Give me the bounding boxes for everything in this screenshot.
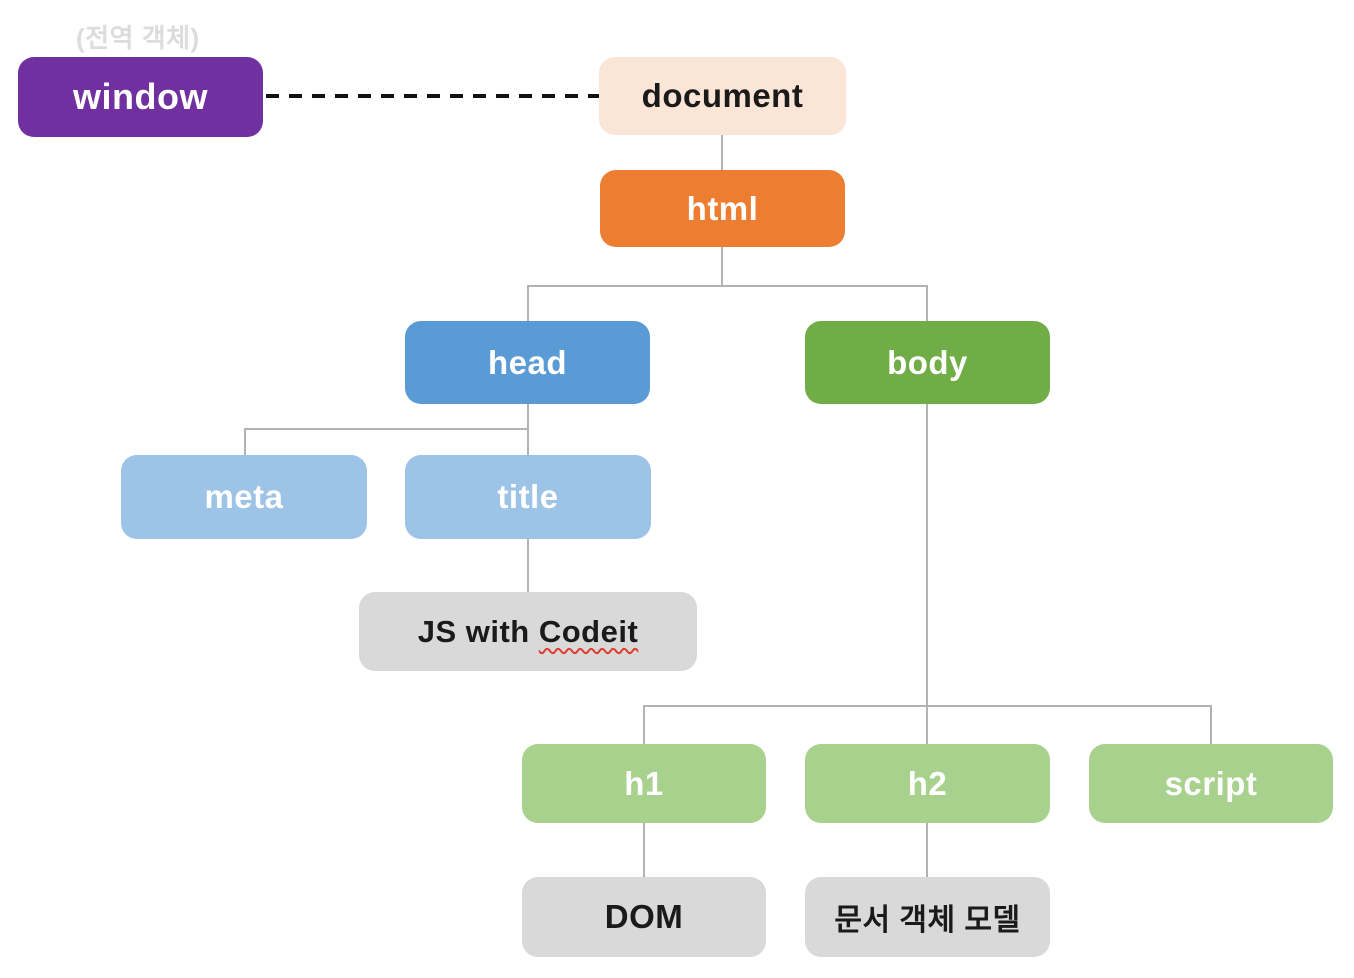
- edge-body-script: [1210, 705, 1212, 744]
- node-body: body: [805, 321, 1050, 404]
- edge-body-h1: [643, 705, 645, 744]
- node-h1: h1: [522, 744, 766, 823]
- title-value-misspelled-word: Codeit: [538, 613, 639, 649]
- edge-html-head: [527, 285, 529, 321]
- node-document: document: [599, 57, 846, 135]
- window-global-object-note: (전역 객체): [76, 23, 200, 53]
- edge-head-title: [527, 428, 529, 455]
- edge-head-branch: [244, 428, 529, 430]
- edge-h1-value: [643, 823, 645, 877]
- node-script: script: [1089, 744, 1333, 823]
- node-h2-value: 문서 객체 모델: [805, 877, 1050, 957]
- node-title: title: [405, 455, 651, 539]
- edge-window-document: [266, 94, 599, 98]
- edge-html-stem: [721, 247, 723, 286]
- node-h2: h2: [805, 744, 1050, 823]
- edge-body-stem: [926, 404, 928, 744]
- node-window: window: [18, 57, 263, 137]
- edge-h2-value: [926, 823, 928, 877]
- node-head: head: [405, 321, 650, 404]
- edge-body-branch: [644, 705, 1211, 707]
- edge-html-branch: [527, 285, 927, 287]
- edge-head-meta: [244, 428, 246, 455]
- edge-html-body: [926, 285, 928, 321]
- node-html: html: [600, 170, 845, 247]
- node-title-value: JS with Codeit: [359, 592, 697, 671]
- edge-head-stem: [527, 404, 529, 429]
- node-h1-value: DOM: [522, 877, 766, 957]
- node-meta: meta: [121, 455, 367, 539]
- edge-document-html: [721, 135, 723, 170]
- edge-title-value: [527, 539, 529, 592]
- title-value-prefix: JS with: [417, 613, 539, 649]
